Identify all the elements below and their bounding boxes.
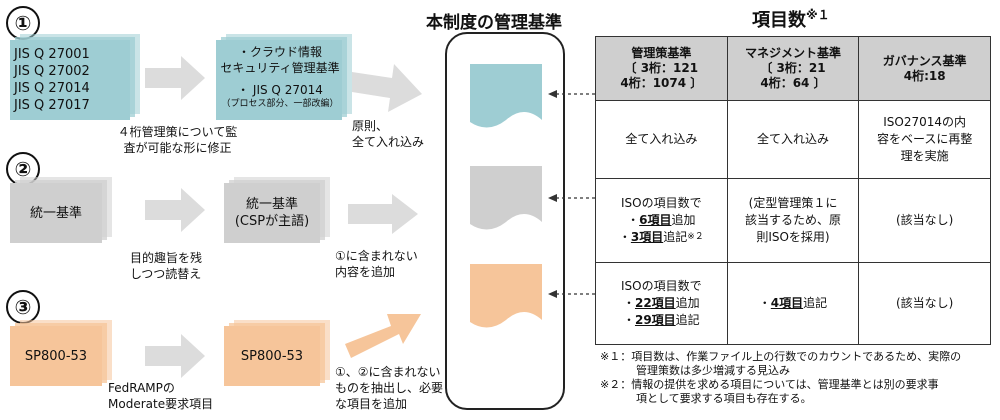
arrow-2b xyxy=(348,194,418,234)
row2-note-line: しつつ読替え xyxy=(130,267,202,281)
cell-r3-c1: ISOの項目数で ・22項目追加 ・29項目追記 xyxy=(595,262,728,345)
source-label: SP800-53 xyxy=(24,349,88,364)
cell-r2-c1: ISOの項目数で ・6項目追加 ・3項目追記※２ xyxy=(595,178,728,263)
footnote-line: 項として要求する項目も存在する。 xyxy=(636,392,812,405)
footnote-line: ※１：項目数は、作業ファイル上の行数でのカウントであるため、実際の xyxy=(600,350,962,363)
arrow-1a xyxy=(145,56,205,100)
management-standard-container xyxy=(445,32,565,410)
row1-note-line: 査が可能な形に修正 xyxy=(123,141,232,155)
arrow-3a xyxy=(145,334,205,378)
row2-note-line: 目的趣旨を残 xyxy=(130,251,203,265)
header-governance-standard: ガバナンス基準 4桁:18 xyxy=(858,36,991,101)
right-title: 項目数 xyxy=(752,10,806,31)
cell-r3-c3: (該当なし) xyxy=(858,262,991,345)
header-management-standard: マネジメント基準 〔 3桁：21 4桁：64 〕 xyxy=(726,36,860,101)
unified-standard-document: 統一基準 xyxy=(10,177,112,243)
row2-action-line: 内容を追加 xyxy=(335,265,396,279)
center-title: 本制度の管理基準 xyxy=(426,13,562,33)
standard-item: JIS Q 27002 xyxy=(14,64,90,79)
cell-r2-c3: (該当なし) xyxy=(858,178,991,263)
step-1-number: ① xyxy=(6,6,40,40)
target-line: ・クラウド情報 xyxy=(237,45,322,59)
row3-note-line: Moderate要求項目 xyxy=(108,397,214,411)
step-3-number: ③ xyxy=(6,290,40,324)
target-line: セキュリティ管理基準 xyxy=(220,61,340,75)
footnotes: ※１：項目数は、作業ファイル上の行数でのカウントであるため、実際の 管理策数は多… xyxy=(600,350,996,406)
standard-item: JIS Q 27017 xyxy=(14,98,90,113)
source-label: 統一基準 xyxy=(29,206,82,221)
row3-note-line: FedRAMPの xyxy=(108,381,175,395)
gray-result-document xyxy=(470,166,542,230)
orange-result-document xyxy=(470,264,542,328)
target-line: 統一基準 xyxy=(245,197,298,212)
row3-action-line: ものを抽出し、必要 xyxy=(335,381,444,395)
row3-action-line: な項目を追加 xyxy=(335,397,408,411)
standard-item: JIS Q 27001 xyxy=(14,47,90,62)
standard-item: JIS Q 27014 xyxy=(14,81,90,96)
row3-action-line: ①、②に含まれない xyxy=(335,365,441,379)
arrow-2a xyxy=(145,188,205,232)
right-title-mark: ※１ xyxy=(806,8,830,22)
footnote-line: ※２：情報の提供を求める項目については、管理基準とは別の要求事 xyxy=(600,378,939,391)
row2-action-line: ①に含まれない xyxy=(335,249,418,263)
cell-r1-c2: 全て入れ込み xyxy=(726,100,860,179)
cell-r3-c2: ・4項目追記 xyxy=(726,262,860,345)
arrow-3b xyxy=(345,314,421,358)
target-line: （プロセス部分、一部改編） xyxy=(221,99,339,109)
target-label: SP800-53 xyxy=(240,349,304,364)
sp800-53-document: SP800-53 xyxy=(10,320,112,386)
header-control-standard: 管理策基準 〔 3桁：121 4桁：1074 〕 xyxy=(595,36,728,101)
cell-r2-c2: (定型管理策１に 該当するため、原 則ISOを採用) xyxy=(726,178,860,263)
footnote-line: 管理策数は多少増減する見込み xyxy=(636,364,790,377)
cloud-security-document: ・クラウド情報 セキュリティ管理基準 ・ JIS Q 27014 （プロセス部分… xyxy=(216,34,352,120)
target-line: ・ JIS Q 27014 xyxy=(237,83,323,97)
unified-standard-csp-document: 統一基準 (CSPが主語) xyxy=(224,177,330,243)
cell-r1-c3: ISO27014の内 容をベースに再整 理を実施 xyxy=(858,100,991,179)
row1-action-line: 全て入れ込み xyxy=(352,135,425,149)
dashed-connectors xyxy=(548,90,596,298)
row1-note-line: ４桁管理策について監 xyxy=(117,125,238,139)
cell-r1-c1: 全て入れ込み xyxy=(595,100,728,179)
arrow-1b xyxy=(352,64,422,112)
row1-action-line: 原則、 xyxy=(352,119,389,133)
sp800-53-selected-document: SP800-53 xyxy=(224,320,330,386)
target-line: (CSPが主語) xyxy=(234,214,310,229)
jis-standards-document: JIS Q 27001 JIS Q 27002 JIS Q 27014 JIS … xyxy=(10,34,140,120)
blue-result-document xyxy=(470,64,542,128)
item-count-table: 管理策基準 〔 3桁：121 4桁：1074 〕 マネジメント基準 〔 3桁：2… xyxy=(595,36,991,345)
